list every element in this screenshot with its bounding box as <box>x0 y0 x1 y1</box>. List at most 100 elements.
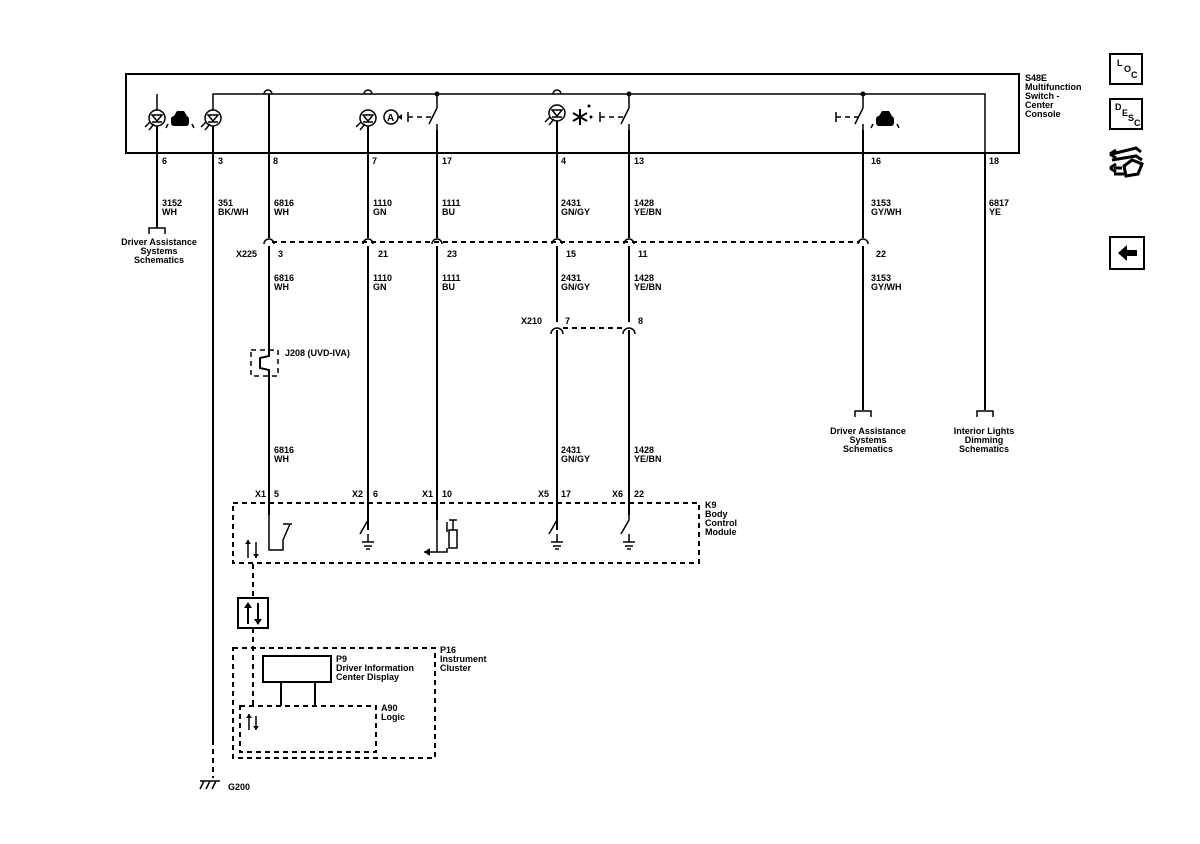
x210-connector: X210 7 8 <box>521 316 643 335</box>
svg-text:X225: X225 <box>236 249 257 259</box>
svg-text:Interior Lights: Interior Lights <box>954 426 1015 436</box>
svg-text:1110: 1110 <box>373 273 392 283</box>
svg-text:10: 10 <box>442 489 452 499</box>
svg-text:21: 21 <box>378 249 388 259</box>
x225-connector: X225 3 21 23 15 11 22 <box>236 238 886 259</box>
desc-letter-d: D <box>1115 102 1122 112</box>
pin-label: 16 <box>871 156 881 166</box>
description-button[interactable]: D E S C <box>1109 98 1143 130</box>
s48e-desc-line: Console <box>1025 109 1061 119</box>
svg-text:Schematics: Schematics <box>959 444 1009 454</box>
data-bus-icon <box>245 540 259 558</box>
vehicle-ahead-icon <box>165 111 195 129</box>
svg-text:Schematics: Schematics <box>843 444 893 454</box>
svg-text:3152: 3152 <box>162 198 182 208</box>
s48e-desc-line: Multifunction <box>1025 82 1081 92</box>
svg-text:1428: 1428 <box>634 273 654 283</box>
svg-text:WH: WH <box>274 207 289 217</box>
driver-assistance-ref-left: Driver Assistance Systems Schematics <box>121 227 197 265</box>
svg-text:YE/BN: YE/BN <box>634 454 662 464</box>
momentary-switch-icon <box>599 94 630 130</box>
p9-display <box>262 655 332 683</box>
wire-labels-mid: 6816 WH 1110 GN 1111 BU 2431 GN/GY 1428 … <box>274 273 902 292</box>
svg-text:Driver Assistance: Driver Assistance <box>121 237 197 247</box>
svg-text:5: 5 <box>274 489 279 499</box>
svg-text:Driver Assistance: Driver Assistance <box>830 426 906 436</box>
svg-text:6816: 6816 <box>274 198 294 208</box>
ground-g200: G200 <box>199 780 250 792</box>
loc-letter-c: C <box>1131 70 1138 80</box>
svg-text:1111: 1111 <box>442 273 461 283</box>
a90-logic <box>239 705 377 753</box>
back-button[interactable] <box>1109 236 1145 270</box>
svg-text:8: 8 <box>638 316 643 326</box>
k9-internal-circuits <box>268 515 635 556</box>
svg-text:X6: X6 <box>612 489 623 499</box>
svg-text:X2: X2 <box>352 489 363 499</box>
k9-desc-line: Body <box>705 509 728 519</box>
svg-text:6817: 6817 <box>989 198 1009 208</box>
pin-label: 18 <box>989 156 999 166</box>
svg-text:6816: 6816 <box>274 445 294 455</box>
svg-text:BU: BU <box>442 282 455 292</box>
svg-text:15: 15 <box>566 249 576 259</box>
j208-splice: J208 (UVD-IVA) <box>250 348 350 378</box>
p16-desc-line: Cluster <box>440 663 472 673</box>
wire-labels-low: 6816 WH 2431 GN/GY 1428 YE/BN <box>274 445 662 464</box>
k9-label: K9 <box>705 500 717 510</box>
svg-text:2431: 2431 <box>561 198 581 208</box>
svg-text:GN: GN <box>373 282 387 292</box>
snowflake-icon <box>572 104 593 125</box>
k9-desc-line: Module <box>705 527 737 537</box>
loc-letter-l: L <box>1117 58 1123 68</box>
momentary-switch-icon <box>407 94 438 130</box>
svg-text:X1: X1 <box>422 489 433 499</box>
svg-text:WH: WH <box>162 207 177 217</box>
pin-label: 8 <box>273 156 278 166</box>
connector-pinout-icon[interactable] <box>1108 142 1146 182</box>
pin-label: 6 <box>162 156 167 166</box>
led-indicator-icon <box>200 109 222 131</box>
svg-text:WH: WH <box>274 282 289 292</box>
svg-text:X5: X5 <box>538 489 549 499</box>
back-arrow-icon <box>1118 245 1137 261</box>
svg-text:17: 17 <box>561 489 571 499</box>
svg-text:BU: BU <box>442 207 455 217</box>
p9-desc-line: Driver Information <box>336 663 414 673</box>
s48e-label: S48E <box>1025 73 1047 83</box>
svg-text:GY/WH: GY/WH <box>871 282 902 292</box>
location-button[interactable]: L O C <box>1109 53 1143 85</box>
a90-desc-line: Logic <box>381 712 405 722</box>
svg-text:2431: 2431 <box>561 445 581 455</box>
a90-label: A90 <box>381 703 398 713</box>
svg-text:Dimming: Dimming <box>965 435 1004 445</box>
svg-text:YE/BN: YE/BN <box>634 207 662 217</box>
data-bus-icon <box>246 714 259 730</box>
svg-text:22: 22 <box>876 249 886 259</box>
p9-label: P9 <box>336 654 347 664</box>
s48e-desc-line: Switch - <box>1025 91 1060 101</box>
pin-label: 13 <box>634 156 644 166</box>
desc-letter-c: C <box>1134 118 1141 128</box>
svg-text:1110: 1110 <box>373 198 392 208</box>
svg-text:1428: 1428 <box>634 198 654 208</box>
momentary-switch-icon <box>835 94 864 130</box>
p16-desc-line: Instrument <box>440 654 487 664</box>
led-indicator-icon <box>355 109 377 131</box>
svg-text:YE: YE <box>989 207 1001 217</box>
pin-label: 7 <box>372 156 377 166</box>
svg-text:3153: 3153 <box>871 273 891 283</box>
svg-text:22: 22 <box>634 489 644 499</box>
p16-label: P16 <box>440 645 456 655</box>
led-indicator-icon <box>144 109 166 131</box>
interior-lights-dimming-ref: Interior Lights Dimming Schematics <box>954 410 1015 454</box>
desc-letter-e: E <box>1122 108 1129 118</box>
svg-text:G200: G200 <box>228 782 250 792</box>
loc-letter-o: O <box>1124 64 1132 74</box>
svg-text:11: 11 <box>638 249 648 259</box>
svg-text:GN/GY: GN/GY <box>561 207 590 217</box>
s48e-switch-box <box>125 73 1020 154</box>
svg-text:1111: 1111 <box>442 198 461 208</box>
svg-text:6816: 6816 <box>274 273 294 283</box>
